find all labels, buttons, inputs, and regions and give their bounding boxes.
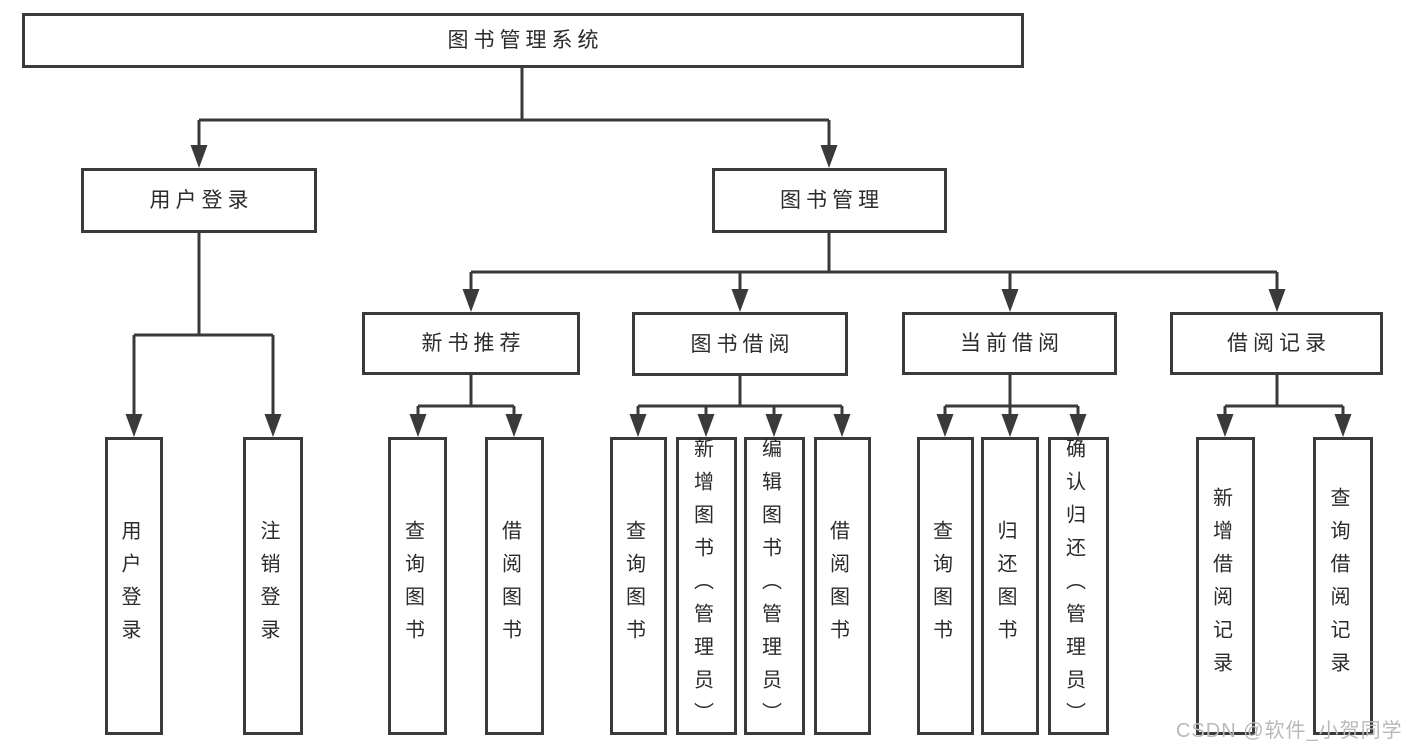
node-label: 图书借阅 bbox=[690, 332, 795, 356]
node-label: 查询图书 bbox=[622, 520, 645, 652]
node-label: 查询图书 bbox=[929, 520, 952, 652]
node-label: 新书推荐 bbox=[421, 332, 526, 355]
connector-borrow-records-to-leaves bbox=[1216, 375, 1352, 437]
node-label: 用户登录 bbox=[149, 189, 254, 212]
node-label: 图书管理系统 bbox=[447, 29, 604, 52]
connector-new-book-recommend-to-leaves bbox=[409, 375, 523, 437]
node-label: 借阅图书 bbox=[826, 520, 849, 652]
connector-book-management-to-level3 bbox=[462, 233, 1286, 312]
leaf-search-borrow-record: 查询借阅记录 bbox=[1313, 437, 1373, 735]
arrow-down-icon bbox=[936, 414, 1087, 437]
arrow-down-icon bbox=[1216, 414, 1352, 437]
node-book-borrow: 图书借阅 bbox=[632, 312, 848, 376]
connector-current-borrow-to-leaves bbox=[936, 375, 1087, 437]
connector-user-login-to-leaves bbox=[125, 233, 282, 437]
node-label: 用户登录 bbox=[118, 520, 140, 652]
node-label: 借阅记录 bbox=[1227, 332, 1331, 355]
connector-line bbox=[197, 68, 831, 152]
leaf-search-books-recommend: 查询图书 bbox=[388, 437, 447, 735]
connector-book-borrow-to-leaves bbox=[629, 376, 851, 437]
leaf-edit-book-admin: 编辑图书（管理员） bbox=[744, 437, 805, 735]
leaf-search-books-current: 查询图书 bbox=[917, 437, 974, 735]
leaf-borrow-books: 借阅图书 bbox=[814, 437, 871, 735]
connector-line bbox=[1223, 375, 1345, 420]
leaf-add-book-admin: 新增图书（管理员） bbox=[676, 437, 737, 735]
node-current-borrow: 当前借阅 bbox=[902, 312, 1117, 375]
node-label: 图书管理 bbox=[780, 189, 884, 212]
leaf-logout: 注销登录 bbox=[243, 437, 303, 735]
leaf-add-borrow-record: 新增借阅记录 bbox=[1196, 437, 1255, 735]
node-user-login: 用户登录 bbox=[81, 168, 317, 233]
arrow-down-icon bbox=[462, 289, 1286, 312]
node-label: 借阅图书 bbox=[498, 520, 521, 652]
connector-line bbox=[469, 233, 1279, 295]
node-label: 当前借阅 bbox=[960, 332, 1064, 355]
connector-line bbox=[132, 233, 275, 420]
node-label: 注销登录 bbox=[257, 520, 279, 652]
leaf-confirm-return-admin: 确认归还（管理员） bbox=[1048, 437, 1109, 735]
connector-line bbox=[636, 376, 844, 420]
leaf-borrow-books-recommend: 借阅图书 bbox=[485, 437, 544, 735]
node-label: 查询图书 bbox=[401, 520, 424, 652]
node-new-book-recommend: 新书推荐 bbox=[362, 312, 580, 375]
node-label: 新增借阅记录 bbox=[1209, 487, 1232, 685]
leaf-search-books-borrow: 查询图书 bbox=[610, 437, 667, 735]
connector-line bbox=[943, 375, 1080, 420]
node-label: 查询借阅记录 bbox=[1327, 487, 1349, 685]
csdn-watermark: CSDN @软件_小贺同学 bbox=[1176, 720, 1403, 742]
arrow-down-icon bbox=[409, 414, 523, 437]
node-label: 归还图书 bbox=[994, 520, 1016, 652]
connector-line bbox=[416, 375, 516, 420]
arrow-down-icon bbox=[629, 414, 851, 437]
node-borrow-records: 借阅记录 bbox=[1170, 312, 1383, 375]
node-book-management: 图书管理 bbox=[712, 168, 947, 233]
arrow-down-icon bbox=[190, 145, 838, 168]
leaf-return-book: 归还图书 bbox=[981, 437, 1039, 735]
leaf-user-login: 用户登录 bbox=[105, 437, 163, 735]
node-label: 编辑图书（管理员） bbox=[758, 437, 781, 735]
node-label: 确认归还（管理员） bbox=[1062, 437, 1085, 735]
node-label: 新增图书（管理员） bbox=[690, 437, 713, 735]
node-library-management-system: 图书管理系统 bbox=[22, 13, 1024, 68]
connector-root-to-level2 bbox=[190, 68, 838, 168]
arrow-down-icon bbox=[125, 414, 282, 437]
